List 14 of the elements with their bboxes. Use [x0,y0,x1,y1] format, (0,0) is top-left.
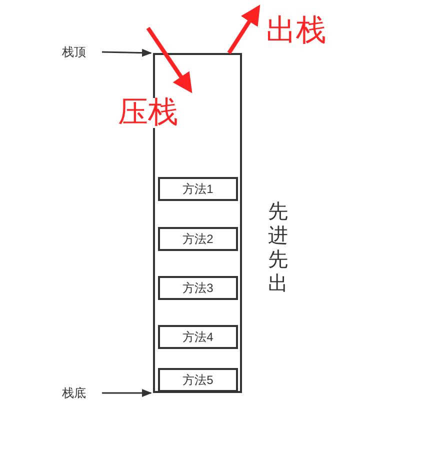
edge-label: 出栈 [266,16,326,46]
method-box: 方法5 [158,368,238,392]
stack-pointer-label: 栈顶 [52,42,96,62]
method-box: 方法1 [158,177,238,201]
arrow [102,389,152,397]
stack-pointer-label: 栈底 [52,383,96,403]
method-box: 方法2 [158,227,238,251]
method-box: 方法3 [158,276,238,300]
method-box: 方法4 [158,325,238,349]
arrow [102,48,152,57]
arrow [227,4,260,54]
arrow [146,26,192,94]
edge-label: 压栈 [118,98,178,128]
vertical-note: 先进先出 [268,200,288,296]
